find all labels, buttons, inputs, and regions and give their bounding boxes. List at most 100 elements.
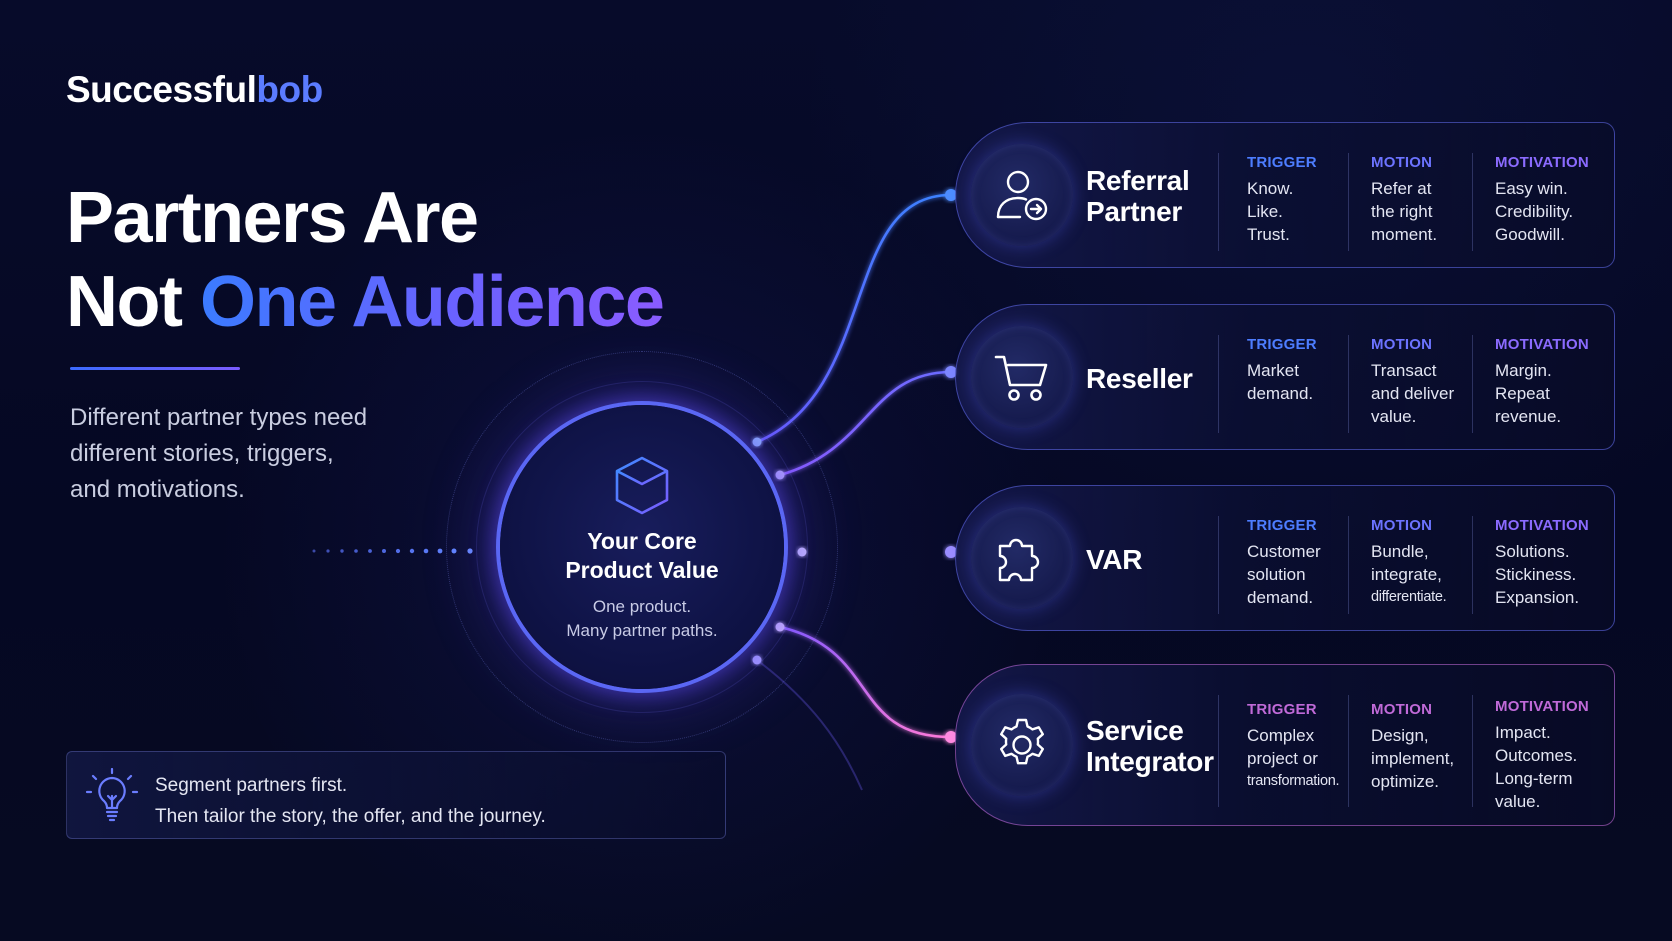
motion-line: Transact — [1371, 361, 1437, 380]
partner-name: Reseller — [1086, 305, 1216, 451]
gear-icon — [1000, 718, 1044, 765]
tip-line: Segment partners first. — [155, 775, 348, 796]
puzzle-piece-icon — [998, 538, 1040, 582]
core-title: Your Core Product Value — [500, 527, 784, 585]
motion-column: MOTION Design, implement, optimize. — [1371, 700, 1491, 800]
trigger-line: Trust. — [1247, 225, 1290, 244]
motivation-column: MOTIVATION Impact. Outcomes. Long-term v… — [1495, 697, 1615, 811]
partner-name: VAR — [1086, 486, 1216, 632]
partner-name-line: Service — [1086, 715, 1184, 746]
column-divider — [1218, 516, 1219, 614]
motion-line: Refer at — [1371, 179, 1432, 198]
motion-line: differentiate. — [1371, 589, 1447, 605]
motivation-label: MOTIVATION — [1495, 154, 1589, 171]
trigger-label: TRIGGER — [1247, 517, 1317, 534]
motion-line: the right — [1371, 202, 1433, 221]
trigger-label: TRIGGER — [1247, 154, 1317, 171]
lead-line: Different partner types need — [70, 404, 368, 431]
page-title: Partners Are Not One Audience — [66, 176, 665, 344]
partner-name-line: Integrator — [1086, 746, 1214, 777]
core-outer-ring — [446, 351, 838, 743]
title-line-2-plain: Not — [66, 262, 200, 342]
column-divider — [1472, 153, 1473, 251]
motion-column: MOTION Transact and deliver value. — [1371, 335, 1491, 435]
trigger-line: Market — [1247, 361, 1299, 380]
brand-wordmark-part1: Successful — [66, 69, 257, 110]
trigger-line: demand. — [1247, 588, 1314, 607]
motivation-line: Goodwill. — [1495, 225, 1565, 244]
partner-name: Service Integrator — [1086, 665, 1216, 827]
endpoint-dot — [945, 366, 957, 378]
motion-label: MOTION — [1371, 701, 1433, 718]
title-line-1: Partners Are — [66, 178, 479, 258]
shopping-cart-icon — [994, 355, 1048, 401]
trigger-line: solution — [1247, 565, 1306, 584]
motion-line: implement, — [1371, 749, 1455, 768]
column-divider — [1348, 695, 1349, 807]
partner-icon-badge — [971, 507, 1073, 609]
motion-line: moment. — [1371, 225, 1438, 244]
partner-icon-badge — [971, 144, 1073, 246]
core-title-line: Product Value — [565, 557, 719, 583]
person-referral-icon — [996, 170, 1048, 221]
tip-callout: Segment partners first. Then tailor the … — [66, 751, 726, 839]
tip-line: Then tailor the story, the offer, and th… — [155, 806, 546, 827]
trigger-line: demand. — [1247, 384, 1314, 403]
title-divider — [70, 367, 240, 370]
motion-label: MOTION — [1371, 154, 1433, 171]
partner-icon-badge — [971, 694, 1073, 796]
core-subtitle: One product. Many partner paths. — [500, 595, 784, 643]
motion-label: MOTION — [1371, 517, 1433, 534]
column-divider — [1218, 153, 1219, 251]
motivation-line: revenue. — [1495, 407, 1562, 426]
trigger-line: Customer — [1247, 542, 1321, 561]
motivation-column: MOTIVATION Solutions. Stickiness. Expans… — [1495, 516, 1615, 616]
motivation-column: MOTIVATION Margin. Repeat revenue. — [1495, 335, 1615, 435]
motivation-line: value. — [1495, 792, 1541, 811]
title-line-2: Not One Audience — [66, 260, 665, 344]
partner-card-referral: Referral Partner TRIGGER Know. Like. Tru… — [955, 122, 1615, 268]
endpoint-dot — [945, 546, 957, 558]
endpoint-dot — [945, 189, 957, 201]
partner-name-line: Referral — [1086, 165, 1190, 196]
trigger-column: TRIGGER Market demand. — [1247, 335, 1367, 435]
motion-line: and deliver — [1371, 384, 1455, 403]
connector-referral — [756, 193, 952, 444]
column-divider — [1348, 335, 1349, 433]
partner-name: Referral Partner — [1086, 123, 1216, 269]
motivation-line: Expansion. — [1495, 588, 1580, 607]
trigger-line: Know. — [1247, 179, 1294, 198]
trigger-column: TRIGGER Know. Like. Trust. — [1247, 153, 1367, 253]
motivation-label: MOTIVATION — [1495, 517, 1589, 534]
brand-wordmark-part2: bob — [256, 69, 323, 110]
core-title-line: Your Core — [587, 528, 697, 554]
partner-name-line: Reseller — [1086, 362, 1193, 394]
tip-text: Segment partners first. Then tailor the … — [155, 770, 546, 832]
motion-column: MOTION Refer at the right moment. — [1371, 153, 1491, 253]
column-divider — [1218, 335, 1219, 433]
core-subtitle-line: Many partner paths. — [566, 621, 718, 640]
core-subtitle-line: One product. — [592, 597, 692, 616]
motivation-line: Solutions. — [1495, 542, 1570, 561]
partner-card-service-integrator: Service Integrator TRIGGER Complex proje… — [955, 664, 1615, 826]
motion-column: MOTION Bundle, integrate, differentiate. — [1371, 516, 1491, 616]
trigger-label: TRIGGER — [1247, 701, 1317, 718]
cube-icon — [615, 456, 669, 515]
motivation-line: Impact. — [1495, 723, 1551, 742]
column-divider — [1348, 153, 1349, 251]
trigger-line: transformation. — [1247, 773, 1340, 789]
motion-line: Design, — [1371, 726, 1429, 745]
core-mid-ring — [476, 381, 808, 713]
partner-card-reseller: Reseller TRIGGER Market demand. MOTION T… — [955, 304, 1615, 450]
trigger-line: Like. — [1247, 202, 1283, 221]
lead-paragraph: Different partner types need different s… — [70, 400, 430, 508]
motivation-column: MOTIVATION Easy win. Credibility. Goodwi… — [1495, 153, 1615, 253]
motivation-line: Long-term — [1495, 769, 1573, 788]
column-divider — [1472, 335, 1473, 433]
motion-line: value. — [1371, 407, 1417, 426]
lightbulb-icon — [85, 768, 139, 822]
trigger-line: Complex — [1247, 726, 1315, 745]
partner-name-line: VAR — [1086, 543, 1143, 575]
motivation-line: Credibility. — [1495, 202, 1574, 221]
motivation-line: Outcomes. — [1495, 746, 1578, 765]
